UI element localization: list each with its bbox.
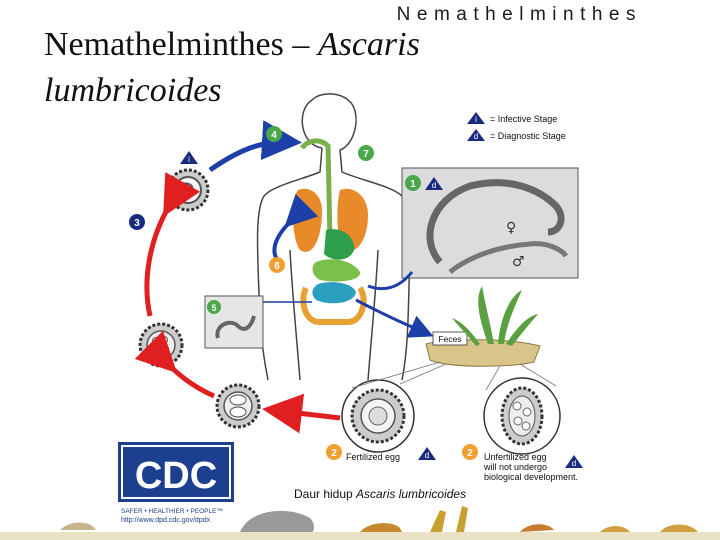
svg-text:4: 4: [271, 130, 277, 141]
unfertilized-label-3: biological development.: [484, 472, 578, 482]
svg-text:d: d: [425, 451, 429, 460]
egg-fertilized-magnified: [341, 379, 415, 453]
egg-unfertilized-magnified: [483, 377, 561, 455]
svg-text:3: 3: [134, 218, 140, 229]
svg-text:5: 5: [211, 303, 216, 313]
slide-title: Nemathelminthes – Ascaris lumbricoides: [44, 22, 564, 114]
title-main: Nemathelminthes –: [44, 26, 318, 63]
feces-soil: Feces: [425, 331, 541, 367]
header-topic: Nemathelminthes: [396, 4, 642, 25]
arrow-red-left: [144, 172, 201, 317]
step-badge-2-unfertilized: 2 Unfertilized egg will not undergo biol…: [462, 444, 583, 482]
legend-diagnostic-badge: d: [474, 132, 478, 141]
larva-panel: [204, 295, 264, 349]
step-badge-2-fertilized: 2 Fertilized egg d: [326, 444, 436, 462]
legend-infective-label: = Infective Stage: [490, 114, 557, 124]
cdc-logo-text: CDC: [135, 455, 217, 497]
unfertilized-label-1: Unfertilized egg: [484, 452, 547, 462]
step-badge-i: i: [180, 151, 198, 164]
step-badge-1: 1 d: [405, 175, 443, 191]
step-badge-3: 3: [129, 214, 145, 230]
step-badge-5: 5: [207, 300, 221, 314]
arrow-to-adults: [367, 271, 414, 291]
svg-text:2: 2: [331, 448, 337, 459]
cdc-tagline: SAFER • HEALTHIER • PEOPLE™: [121, 508, 223, 515]
caption-italic: Ascaris lumbricoides: [356, 487, 467, 501]
male-symbol: ♂: [512, 254, 525, 270]
female-symbol: ♀: [506, 220, 516, 236]
svg-text:d: d: [572, 459, 576, 468]
svg-text:d: d: [432, 181, 436, 190]
grass-icon: [452, 286, 538, 346]
step-badge-6: 6: [269, 257, 285, 273]
diagram-caption: Daur hidup Ascaris lumbricoides: [294, 487, 466, 501]
unfertilized-label-2: will not undergo: [483, 462, 547, 472]
feces-label: Feces: [438, 334, 461, 344]
cdc-url: http://www.dpd.cdc.gov/dpdx: [121, 517, 211, 524]
arrow-to-feces: [355, 298, 434, 338]
step-badge-4: 4: [266, 126, 282, 142]
animal-silhouette-strip: [0, 506, 720, 540]
adult-worms-panel: ♀ ♂: [401, 167, 579, 279]
legend-diagnostic-icon: d: [467, 129, 485, 141]
legend-infective-icon: i: [467, 112, 485, 124]
internal-organs: [292, 138, 368, 325]
fertilized-egg-label: Fertilized egg: [346, 452, 400, 462]
svg-text:i: i: [188, 155, 190, 164]
arrow-red-lower-left: [134, 330, 216, 399]
step-badge-7: 7: [358, 145, 374, 161]
legend-infective-badge: i: [475, 115, 477, 124]
legend-diagnostic-label: = Diagnostic Stage: [490, 131, 566, 141]
arrow-red-bottom: [262, 393, 341, 434]
svg-text:2: 2: [467, 448, 473, 459]
egg-multicell: [138, 322, 184, 368]
svg-text:1: 1: [410, 179, 416, 190]
svg-text:7: 7: [363, 149, 369, 160]
svg-text:6: 6: [274, 261, 280, 272]
cdc-logo: CDC SAFER • HEALTHIER • PEOPLE™ http://w…: [118, 442, 238, 525]
arrow-ingestion: [208, 120, 302, 173]
legend: i = Infective Stage d = Diagnostic Stage: [467, 112, 566, 141]
title-italic-genus: Ascaris: [317, 26, 420, 63]
egg-two-cell: [215, 383, 261, 429]
title-italic-species: lumbricoides: [44, 72, 222, 109]
caption-plain: Daur hidup: [294, 487, 357, 501]
egg-embryonated-top: [166, 168, 210, 212]
